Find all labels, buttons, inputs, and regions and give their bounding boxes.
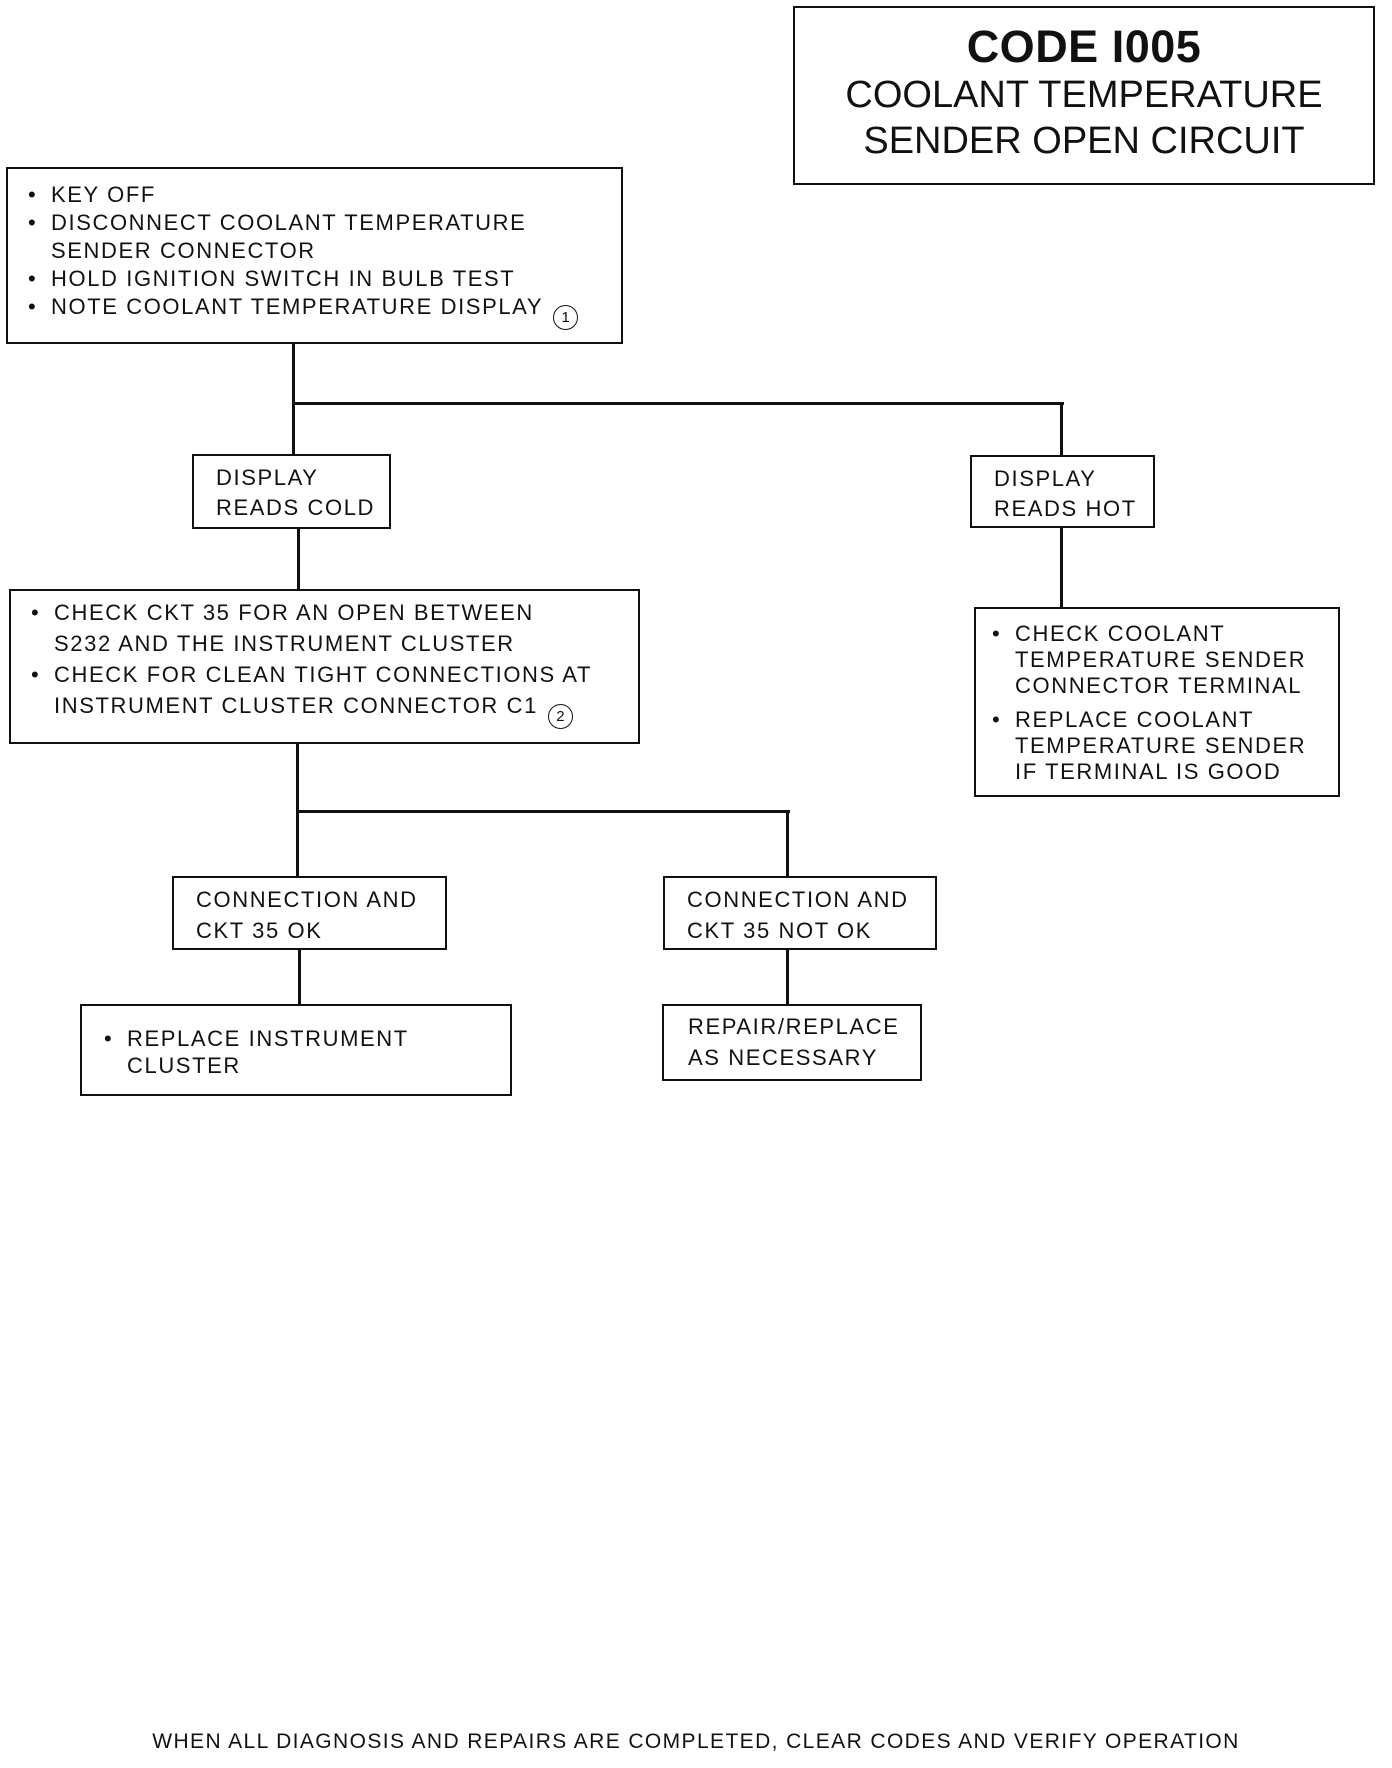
start-step-item: NOTE COOLANT TEMPERATURE DISPLAY bbox=[51, 294, 544, 319]
note-marker-2: 2 bbox=[547, 704, 573, 729]
connector-ok-down bbox=[298, 950, 301, 1005]
connector-not-ok-down bbox=[786, 810, 789, 877]
footer-instruction: WHEN ALL DIAGNOSIS AND REPAIRS ARE COMPL… bbox=[152, 1730, 1240, 1753]
result-ok-line-2: CKT 35 OK bbox=[196, 918, 323, 943]
action-ok-item: REPLACE INSTRUMENT CLUSTER bbox=[104, 1025, 457, 1079]
connector-not-ok-action-down bbox=[786, 950, 789, 1005]
result-ok-line-1: CONNECTION AND bbox=[196, 887, 418, 912]
start-step-item: HOLD IGNITION SWITCH IN BULB TEST bbox=[28, 265, 611, 293]
code-number: CODE I005 bbox=[966, 21, 1202, 72]
result-connection-not-ok: CONNECTION AND CKT 35 NOT OK bbox=[663, 876, 937, 950]
result-connection-ok: CONNECTION AND CKT 35 OK bbox=[172, 876, 447, 950]
action-not-ok-line-2: AS NECESSARY bbox=[688, 1045, 878, 1070]
action-not-ok-line-1: REPAIR/REPLACE bbox=[688, 1014, 900, 1039]
branch-hot-line-1: DISPLAY bbox=[994, 466, 1097, 491]
connector-result-horizontal bbox=[296, 810, 790, 813]
branch-cold-line-1: DISPLAY bbox=[216, 465, 319, 490]
connector-branch-horizontal bbox=[292, 402, 1064, 405]
start-step-box: KEY OFF DISCONNECT COOLANT TEMPERATURE S… bbox=[6, 167, 623, 344]
start-step-item: DISCONNECT COOLANT TEMPERATURE SENDER CO… bbox=[28, 209, 571, 265]
note-marker-1: 1 bbox=[553, 305, 579, 330]
cold-check-item: CHECK FOR CLEAN TIGHT CONNECTIONS AT INS… bbox=[54, 662, 592, 718]
action-replace-instrument-cluster: REPLACE INSTRUMENT CLUSTER bbox=[80, 1004, 512, 1096]
action-repair-replace: REPAIR/REPLACE AS NECESSARY bbox=[662, 1004, 922, 1081]
connector-cold-down bbox=[297, 529, 300, 590]
cold-check-box: CHECK CKT 35 FOR AN OPEN BETWEEN S232 AN… bbox=[9, 589, 640, 744]
cold-check-item: CHECK CKT 35 FOR AN OPEN BETWEEN S232 AN… bbox=[31, 597, 594, 659]
code-title-box: CODE I005 COOLANT TEMPERATURE SENDER OPE… bbox=[793, 6, 1375, 185]
connector-start-down bbox=[292, 344, 295, 454]
start-step-item-with-note: NOTE COOLANT TEMPERATURE DISPLAY 1 bbox=[28, 293, 611, 330]
code-description-line-2: SENDER OPEN CIRCUIT bbox=[863, 120, 1305, 162]
cold-check-item-with-note: CHECK FOR CLEAN TIGHT CONNECTIONS AT INS… bbox=[31, 659, 629, 729]
hot-action-item: REPLACE COOLANT TEMPERATURE SENDER IF TE… bbox=[992, 707, 1332, 785]
branch-cold-line-2: READS COLD bbox=[216, 495, 376, 520]
branch-display-reads-cold: DISPLAY READS COLD bbox=[192, 454, 391, 529]
result-not-ok-line-2: CKT 35 NOT OK bbox=[687, 918, 873, 943]
hot-action-box: CHECK COOLANT TEMPERATURE SENDER CONNECT… bbox=[974, 607, 1340, 797]
branch-hot-line-2: READS HOT bbox=[994, 496, 1137, 521]
connector-hot-down bbox=[1060, 528, 1063, 608]
connector-branch-hot-down bbox=[1060, 402, 1063, 455]
branch-display-reads-hot: DISPLAY READS HOT bbox=[970, 455, 1155, 528]
code-description-line-1: COOLANT TEMPERATURE bbox=[845, 74, 1323, 116]
hot-action-item: CHECK COOLANT TEMPERATURE SENDER CONNECT… bbox=[992, 621, 1332, 699]
start-step-item: KEY OFF bbox=[28, 181, 611, 209]
result-not-ok-line-1: CONNECTION AND bbox=[687, 887, 909, 912]
